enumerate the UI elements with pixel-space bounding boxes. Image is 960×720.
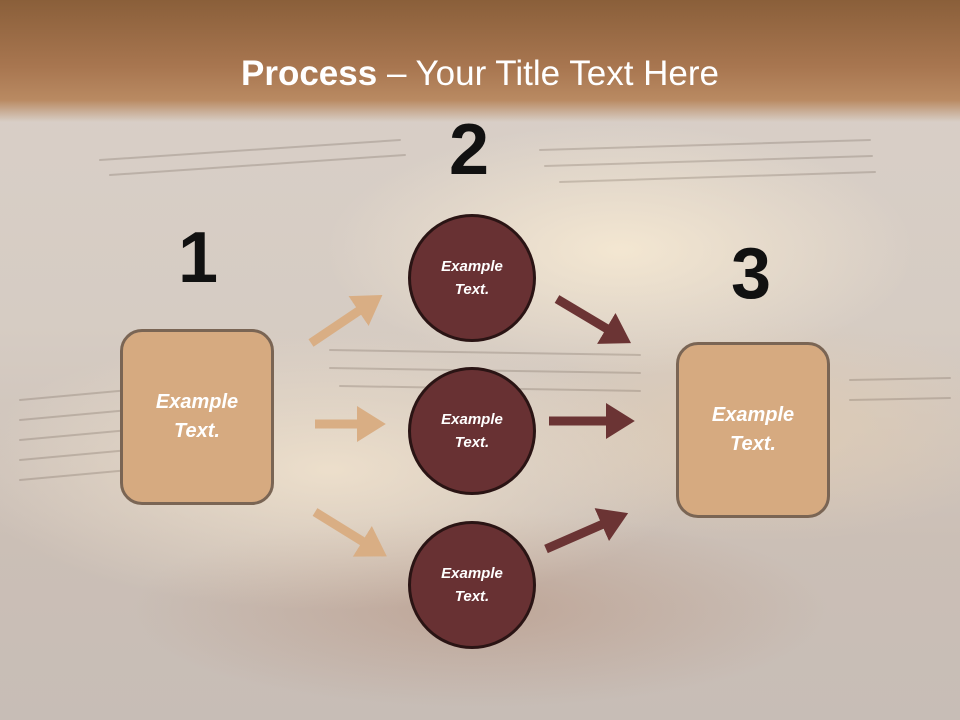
step-number-3: 3 [731,234,772,314]
arrow-top-to-3 [554,295,632,344]
step-number-2: 2 [449,110,490,190]
circle-top-line2: Text. [454,281,490,298]
step-3-line2: Text. [730,433,776,455]
step-3-line1: Example [711,404,795,426]
step-1-line2: Text. [174,420,220,442]
arrow-1-to-top [308,294,383,347]
title-band [0,0,960,122]
title-bold: Process [241,54,378,93]
circle-middle-line2: Text. [454,434,490,451]
slide-title: Process – Your Title Text Here [0,50,960,98]
arrow-1-to-bottom [312,508,387,557]
step-number-1: 1 [178,218,219,298]
circle-middle-line1: Example [441,411,503,428]
step-1-line1: Example [155,391,239,413]
circle-bottom-line1: Example [441,565,503,582]
arrow-bottom-to-3 [544,508,629,554]
title-rest: – Your Title Text Here [377,54,719,93]
circle-top-line1: Example [441,258,503,275]
circle-bottom-line2: Text. [454,588,490,605]
